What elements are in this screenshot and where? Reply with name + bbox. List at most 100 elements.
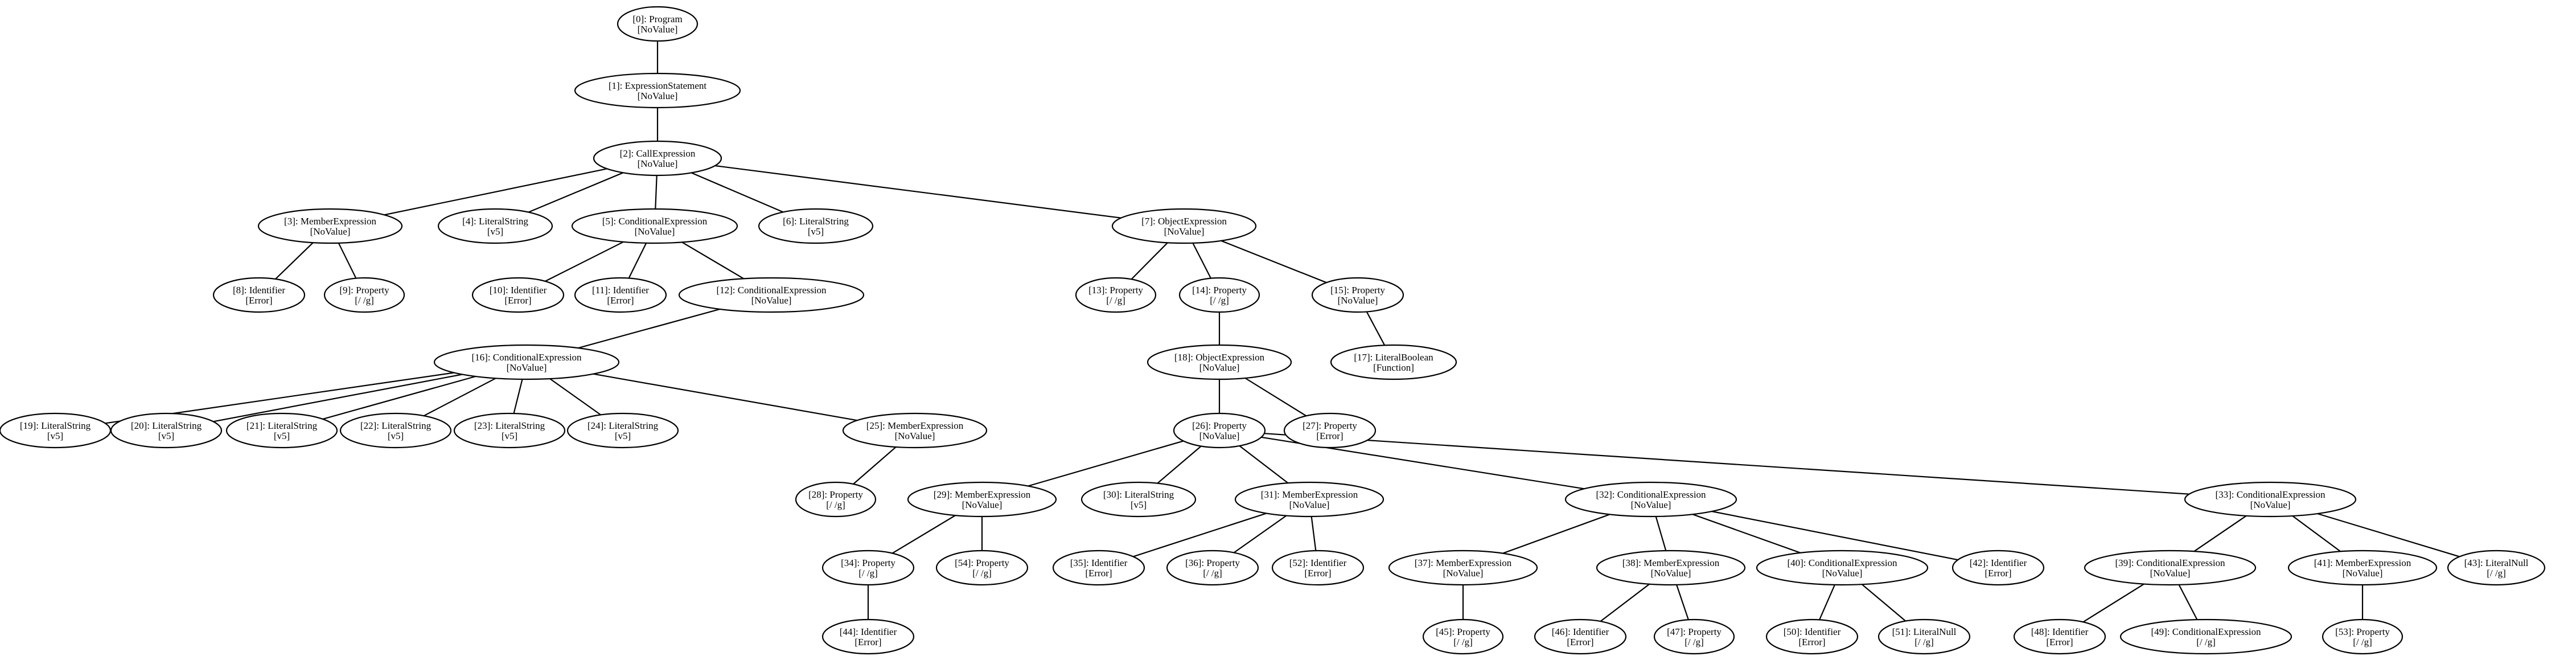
tree-node: [44]: Identifier[Error] — [821, 618, 915, 655]
node-title: [47]: Property — [1667, 626, 1722, 637]
node-ellipse — [574, 277, 667, 313]
node-ellipse — [339, 412, 452, 449]
node-title: [38]: MemberExpression — [1622, 557, 1720, 568]
node-value: [NoValue] — [1822, 568, 1863, 579]
tree-edge — [338, 243, 357, 279]
node-value: [/ /g] — [858, 568, 878, 579]
node-ellipse — [1283, 412, 1377, 449]
tree-node: [32]: ConditionalExpression[NoValue] — [1564, 481, 1737, 518]
node-value: [v5] — [1131, 499, 1147, 510]
node-ellipse — [1052, 550, 1145, 586]
tree-node: [47]: Property[/ /g] — [1653, 618, 1735, 655]
tree-node: [10]: Identifier[Error] — [471, 277, 565, 313]
node-ellipse — [2013, 618, 2106, 655]
node-ellipse — [1311, 277, 1404, 313]
node-value: [/ /g] — [1453, 637, 1473, 647]
node-title: [14]: Property — [1192, 285, 1247, 296]
node-title: [29]: MemberExpression — [934, 489, 1031, 500]
node-value: [NoValue] — [2343, 568, 2383, 579]
node-ellipse — [1234, 481, 1384, 518]
node-value: [/ /g] — [1685, 637, 1704, 647]
node-value: [/ /g] — [826, 499, 845, 510]
node-value: [Error] — [1567, 637, 1593, 647]
tree-node: [9]: Property[/ /g] — [323, 277, 405, 313]
node-ellipse — [1877, 618, 1971, 655]
tree-node: [23]: LiteralString[v5] — [453, 412, 566, 449]
node-ellipse — [453, 412, 566, 449]
tree-edge — [2317, 513, 2460, 557]
tree-node: [42]: Identifier[Error] — [1951, 550, 2045, 586]
tree-node: [40]: ConditionalExpression[NoValue] — [1756, 550, 1929, 586]
tree-edge — [2292, 515, 2341, 552]
node-ellipse — [758, 208, 874, 244]
tree-edge — [322, 375, 476, 420]
node-ellipse — [1271, 550, 1365, 586]
node-value: [Function] — [1373, 362, 1414, 373]
node-ellipse — [617, 6, 699, 42]
node-title: [24]: LiteralString — [587, 420, 659, 431]
node-value: [Error] — [607, 295, 634, 306]
node-value: [NoValue] — [310, 226, 351, 237]
tree-node: [50]: Identifier[Error] — [1765, 618, 1859, 655]
tree-node: [25]: MemberExpression[NoValue] — [842, 412, 988, 449]
node-title: [3]: MemberExpression — [284, 216, 376, 227]
node-value: [NoValue] — [638, 24, 678, 35]
node-ellipse — [571, 208, 738, 244]
tree-nodes: [0]: Program[NoValue][1]: ExpressionStat… — [0, 6, 2546, 655]
node-value: [v5] — [158, 431, 174, 441]
tree-edge — [853, 446, 897, 485]
node-title: [33]: ConditionalExpression — [2215, 489, 2326, 500]
node-value: [Error] — [1985, 568, 2011, 579]
node-value: [/ /g] — [1914, 637, 1934, 647]
node-ellipse — [1111, 208, 1257, 244]
tree-edge — [1221, 240, 1327, 284]
node-title: [34]: Property — [841, 557, 895, 568]
node-ellipse — [1765, 618, 1859, 655]
node-value: [v5] — [615, 431, 631, 441]
tree-node: [7]: ObjectExpression[NoValue] — [1111, 208, 1257, 244]
node-value: [NoValue] — [895, 431, 935, 441]
node-ellipse — [1330, 344, 1457, 380]
node-title: [30]: LiteralString — [1103, 489, 1174, 500]
tree-edge — [423, 378, 496, 417]
tree-edge — [1157, 445, 1202, 484]
tree-node: [12]: ConditionalExpression[NoValue] — [678, 277, 865, 313]
node-ellipse — [678, 277, 865, 313]
node-title: [44]: Identifier — [840, 626, 897, 637]
node-ellipse — [2084, 550, 2257, 586]
node-value: [Error] — [245, 295, 272, 306]
tree-edge — [1692, 514, 1801, 554]
tree-edge — [1233, 515, 1287, 554]
node-value: [Error] — [1085, 568, 1112, 579]
tree-node: [17]: LiteralBoolean[Function] — [1330, 344, 1457, 380]
node-value: [NoValue] — [1443, 568, 1484, 579]
tree-node: [29]: MemberExpression[NoValue] — [907, 481, 1057, 518]
tree-edge — [1239, 445, 1289, 484]
node-ellipse — [2322, 618, 2404, 655]
node-value: [/ /g] — [2196, 637, 2216, 647]
node-title: [32]: ConditionalExpression — [1596, 489, 1706, 500]
node-value: [v5] — [47, 431, 63, 441]
tree-edge — [1192, 243, 1211, 279]
node-ellipse — [1564, 481, 1737, 518]
tree-edge — [275, 242, 314, 280]
node-title: [19]: LiteralString — [20, 420, 91, 431]
node-title: [49]: ConditionalExpression — [2151, 626, 2261, 637]
node-value: [v5] — [808, 226, 824, 237]
node-value: [/ /g] — [355, 295, 374, 306]
node-value: [NoValue] — [1199, 362, 1240, 373]
tree-edge — [549, 378, 601, 416]
node-title: [1]: ExpressionStatement — [609, 80, 707, 91]
node-ellipse — [1534, 618, 1627, 655]
node-value: [v5] — [487, 226, 503, 237]
node-title: [45]: Property — [1436, 626, 1490, 637]
node-title: [26]: Property — [1192, 420, 1247, 431]
node-ellipse — [1951, 550, 2045, 586]
tree-node: [4]: LiteralString[v5] — [437, 208, 553, 244]
tree-node: [3]: MemberExpression[NoValue] — [257, 208, 403, 244]
node-value: [NoValue] — [2150, 568, 2191, 579]
tree-node: [54]: Property[/ /g] — [935, 550, 1029, 586]
node-title: [25]: MemberExpression — [866, 420, 964, 431]
node-title: [31]: MemberExpression — [1261, 489, 1358, 500]
